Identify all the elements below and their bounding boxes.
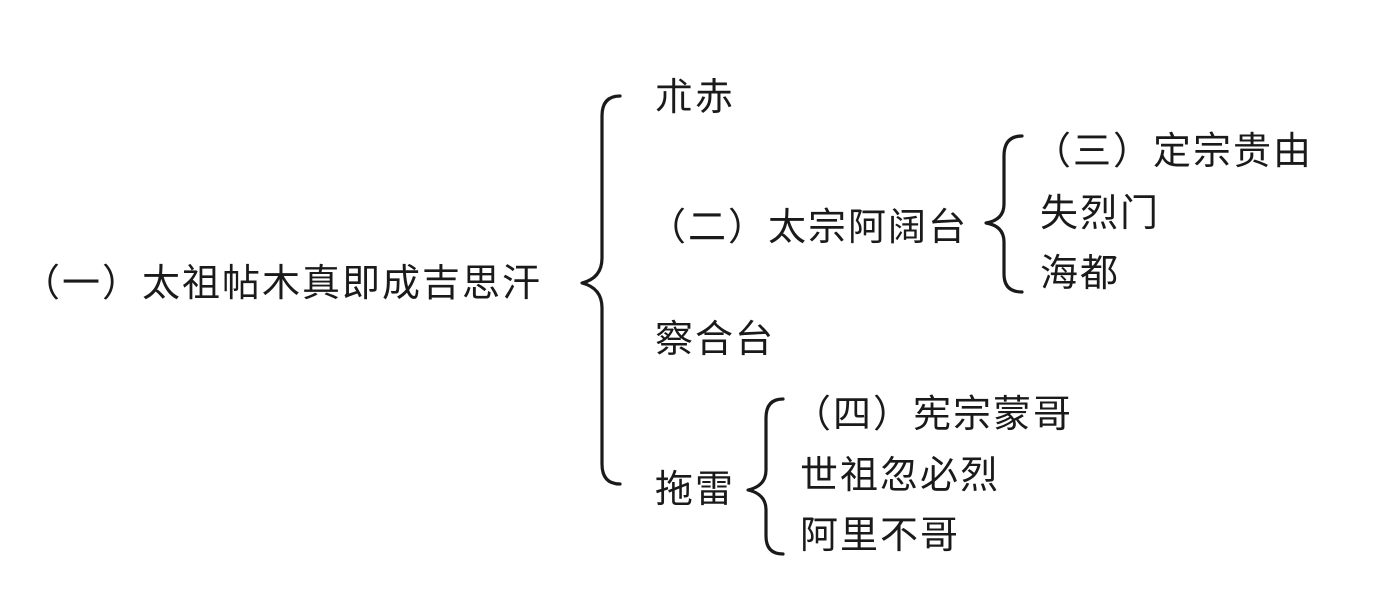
- node-ogedei: （二）太宗阿阔台: [648, 205, 969, 249]
- node-mongke: （四）宪宗蒙哥: [793, 392, 1074, 436]
- node-kublai: 世祖忽必烈: [800, 453, 1001, 497]
- node-chagatai: 察合台: [655, 317, 776, 361]
- main-brace: [580, 94, 622, 486]
- root-node-chinggis-khan: （一）太祖帖木真即成吉思汗: [22, 261, 543, 305]
- tuolei-brace: [746, 397, 785, 556]
- node-guyuk: （三）定宗贵由: [1033, 129, 1314, 173]
- node-shiremun: 失烈门: [1040, 191, 1161, 235]
- node-tolui: 拖雷: [655, 467, 736, 511]
- node-jochi: 朮赤: [655, 75, 736, 119]
- taizong-brace: [984, 134, 1024, 294]
- node-kaidu: 海都: [1040, 251, 1121, 295]
- node-ariq-boke: 阿里不哥: [800, 513, 961, 557]
